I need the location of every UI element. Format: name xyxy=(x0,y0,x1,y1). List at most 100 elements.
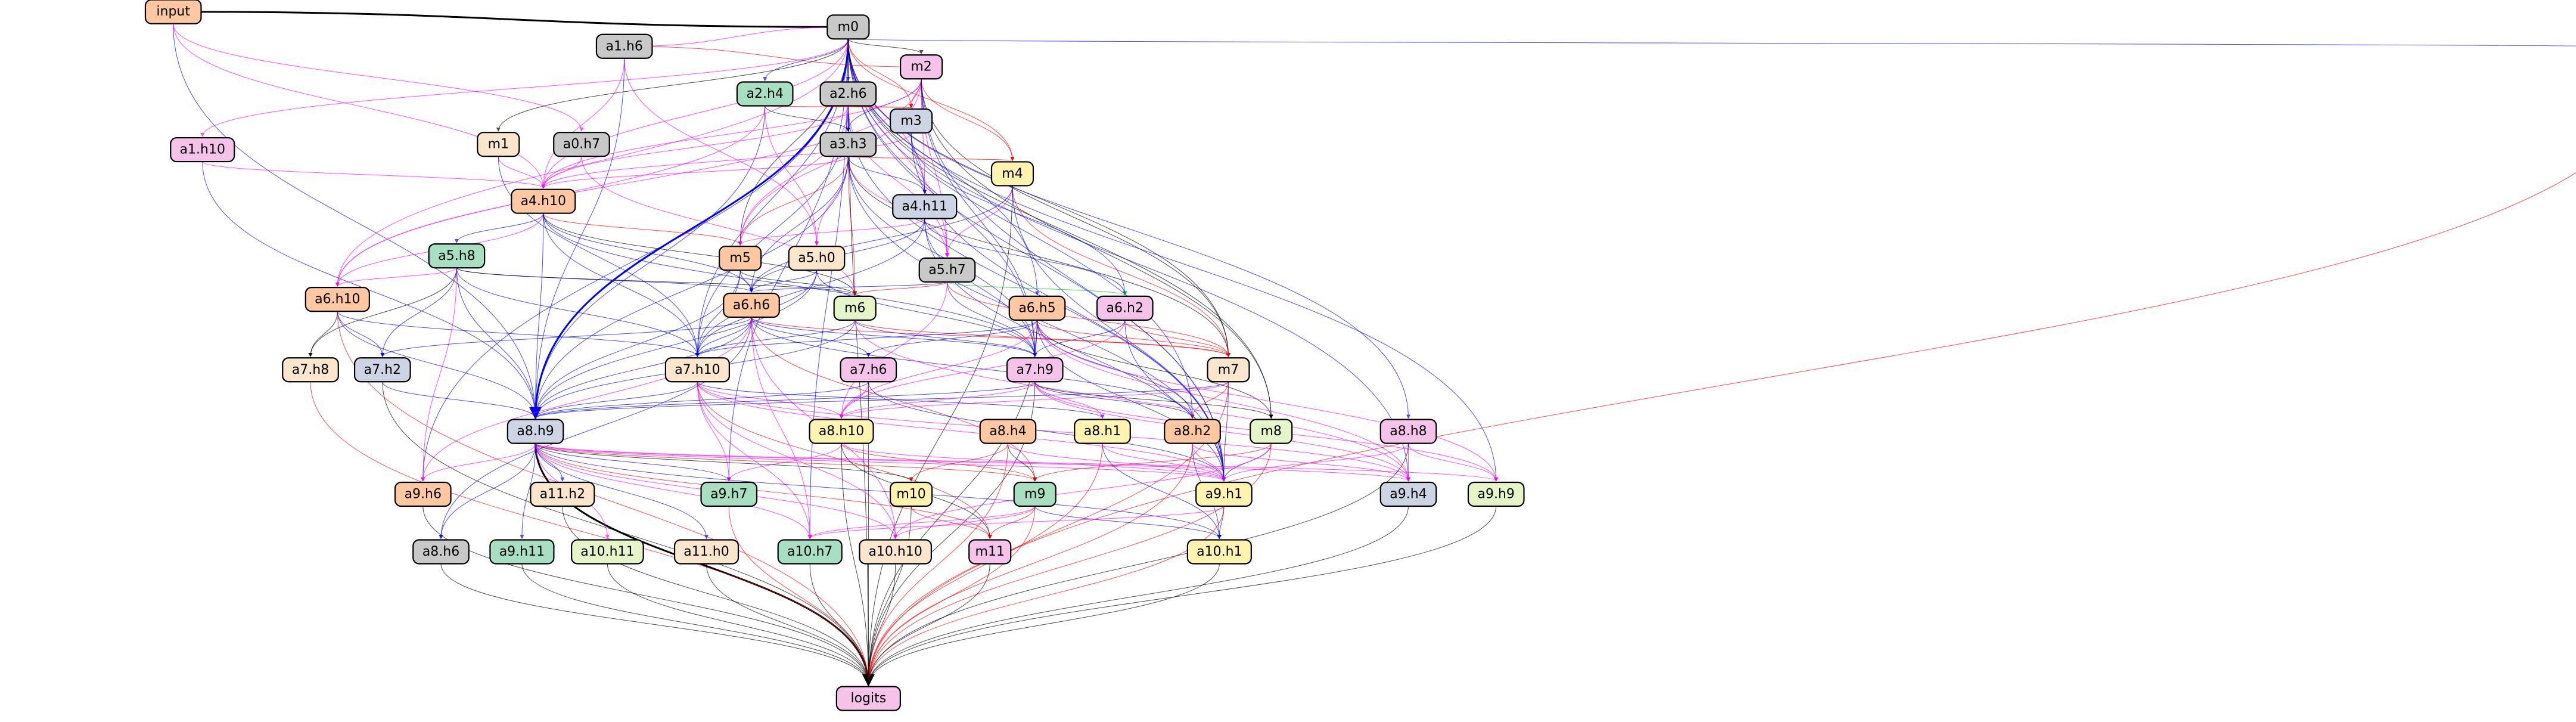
node-m6[interactable]: m6 xyxy=(833,295,877,321)
node-box-a7h9[interactable] xyxy=(1006,357,1064,383)
node-logits[interactable]: logits xyxy=(835,686,901,711)
node-a4h10[interactable]: a4.h10 xyxy=(511,188,576,214)
node-box-a2h4[interactable] xyxy=(736,81,794,107)
node-m11[interactable]: m11 xyxy=(968,539,1012,565)
node-box-a8h9[interactable] xyxy=(507,419,564,444)
node-box-a8h2[interactable] xyxy=(1164,419,1221,444)
node-box-m7[interactable] xyxy=(1207,357,1250,383)
node-a8h9[interactable]: a8.h9 xyxy=(507,419,564,444)
node-box-m3[interactable] xyxy=(889,108,933,134)
node-box-a10h11[interactable] xyxy=(571,539,644,565)
node-a8h4[interactable]: a8.h4 xyxy=(979,419,1037,444)
node-box-a5h7[interactable] xyxy=(918,257,976,283)
node-box-a4h10[interactable] xyxy=(511,188,576,214)
node-a6h2[interactable]: a6.h2 xyxy=(1096,295,1154,321)
node-m7[interactable]: m7 xyxy=(1207,357,1250,383)
node-box-a9h9[interactable] xyxy=(1467,481,1525,507)
node-a8h2[interactable]: a8.h2 xyxy=(1164,419,1221,444)
node-a10h1[interactable]: a10.h1 xyxy=(1186,539,1252,565)
node-box-a10h1[interactable] xyxy=(1186,539,1252,565)
node-box-m1[interactable] xyxy=(477,132,520,157)
node-a7h10[interactable]: a7.h10 xyxy=(664,357,731,383)
node-box-a8h10[interactable] xyxy=(809,419,874,444)
node-box-a4h11[interactable] xyxy=(892,194,958,219)
node-box-a3h3[interactable] xyxy=(819,132,877,157)
node-a2h6[interactable]: a2.h6 xyxy=(819,81,877,107)
node-a8h10[interactable]: a8.h10 xyxy=(809,419,874,444)
node-a9h1[interactable]: a9.h1 xyxy=(1195,481,1253,507)
node-m8[interactable]: m8 xyxy=(1250,419,1293,444)
node-box-a9h7[interactable] xyxy=(700,481,758,507)
node-a8h6[interactable]: a8.h6 xyxy=(412,539,470,565)
node-a6h6[interactable]: a6.h6 xyxy=(723,292,780,318)
node-a9h6[interactable]: a9.h6 xyxy=(394,481,452,507)
node-a7h8[interactable]: a7.h8 xyxy=(282,357,339,383)
node-a10h11[interactable]: a10.h11 xyxy=(571,539,644,565)
node-m4[interactable]: m4 xyxy=(990,161,1034,187)
node-box-m4[interactable] xyxy=(990,161,1034,187)
node-a5h0[interactable]: a5.h0 xyxy=(788,246,846,271)
node-box-a7h6[interactable] xyxy=(840,357,897,383)
node-box-a9h6[interactable] xyxy=(394,481,452,507)
node-a9h9[interactable]: a9.h9 xyxy=(1467,481,1525,507)
node-box-a6h10[interactable] xyxy=(304,287,370,312)
node-a11h2[interactable]: a11.h2 xyxy=(530,481,595,507)
node-a8h8[interactable]: a8.h8 xyxy=(1379,419,1437,444)
node-m5[interactable]: m5 xyxy=(719,246,762,271)
node-a3h3[interactable]: a3.h3 xyxy=(819,132,877,157)
node-a0h7[interactable]: a0.h7 xyxy=(553,132,610,157)
node-a1h10[interactable]: a1.h10 xyxy=(170,137,235,163)
node-a10h7[interactable]: a10.h7 xyxy=(777,539,843,565)
node-m2[interactable]: m2 xyxy=(899,54,943,80)
node-box-m2[interactable] xyxy=(899,54,943,80)
node-a1h6[interactable]: a1.h6 xyxy=(595,33,653,59)
node-a8h1[interactable]: a8.h1 xyxy=(1074,419,1131,444)
node-box-a1h10[interactable] xyxy=(170,137,235,163)
node-a11h0[interactable]: a11.h0 xyxy=(673,539,739,565)
node-a9h11[interactable]: a9.h11 xyxy=(489,539,555,565)
node-box-a0h7[interactable] xyxy=(553,132,610,157)
node-box-a8h8[interactable] xyxy=(1379,419,1437,444)
node-box-m0[interactable] xyxy=(826,14,870,40)
node-box-m11[interactable] xyxy=(968,539,1012,565)
node-input[interactable]: input xyxy=(144,0,202,24)
node-box-a11h2[interactable] xyxy=(530,481,595,507)
node-m3[interactable]: m3 xyxy=(889,108,933,134)
node-a7h6[interactable]: a7.h6 xyxy=(840,357,897,383)
node-m0[interactable]: m0 xyxy=(826,14,870,40)
node-box-a6h2[interactable] xyxy=(1096,295,1154,321)
node-a5h7[interactable]: a5.h7 xyxy=(918,257,976,283)
node-a6h10[interactable]: a6.h10 xyxy=(304,287,370,312)
node-m10[interactable]: m10 xyxy=(889,481,933,507)
node-box-a6h5[interactable] xyxy=(1008,295,1066,321)
node-box-a9h4[interactable] xyxy=(1379,481,1437,507)
node-box-m9[interactable] xyxy=(1013,481,1056,507)
node-box-a10h10[interactable] xyxy=(859,539,933,565)
node-a6h5[interactable]: a6.h5 xyxy=(1008,295,1066,321)
node-a4h11[interactable]: a4.h11 xyxy=(892,194,958,219)
node-box-a8h6[interactable] xyxy=(412,539,470,565)
node-box-a7h10[interactable] xyxy=(664,357,731,383)
node-box-input[interactable] xyxy=(144,0,202,24)
node-box-a9h11[interactable] xyxy=(489,539,555,565)
node-box-m5[interactable] xyxy=(719,246,762,271)
node-box-a1h6[interactable] xyxy=(595,33,653,59)
node-box-a8h4[interactable] xyxy=(979,419,1037,444)
node-box-m10[interactable] xyxy=(889,481,933,507)
node-box-a6h6[interactable] xyxy=(723,292,780,318)
node-box-logits[interactable] xyxy=(835,686,901,711)
node-m9[interactable]: m9 xyxy=(1013,481,1056,507)
node-m1[interactable]: m1 xyxy=(477,132,520,157)
node-box-a9h1[interactable] xyxy=(1195,481,1253,507)
node-box-a2h6[interactable] xyxy=(819,81,877,107)
node-a7h9[interactable]: a7.h9 xyxy=(1006,357,1064,383)
node-box-a11h0[interactable] xyxy=(673,539,739,565)
node-box-m8[interactable] xyxy=(1250,419,1293,444)
node-a9h4[interactable]: a9.h4 xyxy=(1379,481,1437,507)
node-a9h7[interactable]: a9.h7 xyxy=(700,481,758,507)
node-box-m6[interactable] xyxy=(833,295,877,321)
node-box-a7h2[interactable] xyxy=(353,357,411,383)
node-box-a5h0[interactable] xyxy=(788,246,846,271)
node-a2h4[interactable]: a2.h4 xyxy=(736,81,794,107)
node-a10h10[interactable]: a10.h10 xyxy=(859,539,933,565)
